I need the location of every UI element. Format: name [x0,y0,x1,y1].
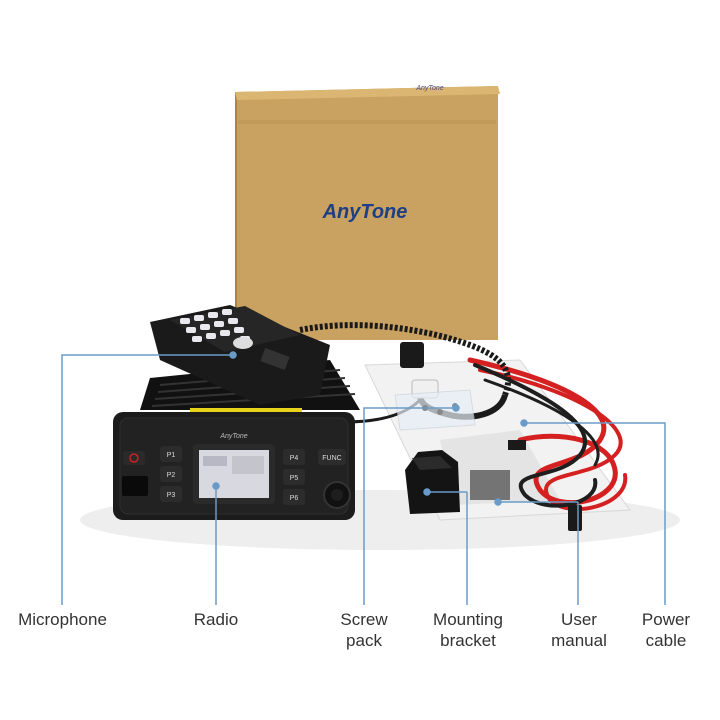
label-mounting-bracket: Mounting bracket [420,609,516,651]
label-user-manual: User manual [542,609,616,651]
box-top-logo: AnyTone [415,85,443,92]
power-cable [467,357,628,531]
label-radio: Radio [180,609,252,630]
label-microphone: Microphone [10,609,115,630]
key-p6: P6 [290,495,299,502]
leader-screw-pack [363,407,456,605]
key-p5: P5 [290,475,299,482]
key-p1: P1 [167,452,176,459]
label-mounting-bracket-line1: Mounting [433,610,503,629]
box-brand-logo: AnyTone [322,201,408,223]
packaging-box: AnyTone AnyTone [235,85,500,340]
label-screw-pack: Screw pack [330,609,398,651]
label-user-manual-line2: manual [551,631,607,650]
key-p2: P2 [167,472,176,479]
label-user-manual-line1: User [561,610,597,629]
leader-microphone [61,354,233,605]
label-power-cable-line1: Power [641,610,691,629]
screw-pack [394,389,476,431]
radio-brand-logo: AnyTone [219,433,247,440]
key-func: FUNC [322,455,341,462]
key-p4: P4 [290,455,299,462]
leader-power-cable [524,422,666,605]
microphone [150,305,330,405]
label-radio-text: Radio [193,610,239,629]
label-power-cable: Power cable [630,609,702,651]
mounting-bracket [405,450,460,514]
label-microphone-text: Microphone [18,610,107,629]
label-screw-pack-line1: Screw [340,610,388,629]
label-screw-pack-line2: pack [346,631,382,650]
callout-leader-lines [61,351,666,605]
key-p3: P3 [167,492,176,499]
label-power-cable-line2: cable [645,631,687,650]
label-mounting-bracket-line2: bracket [440,631,496,650]
